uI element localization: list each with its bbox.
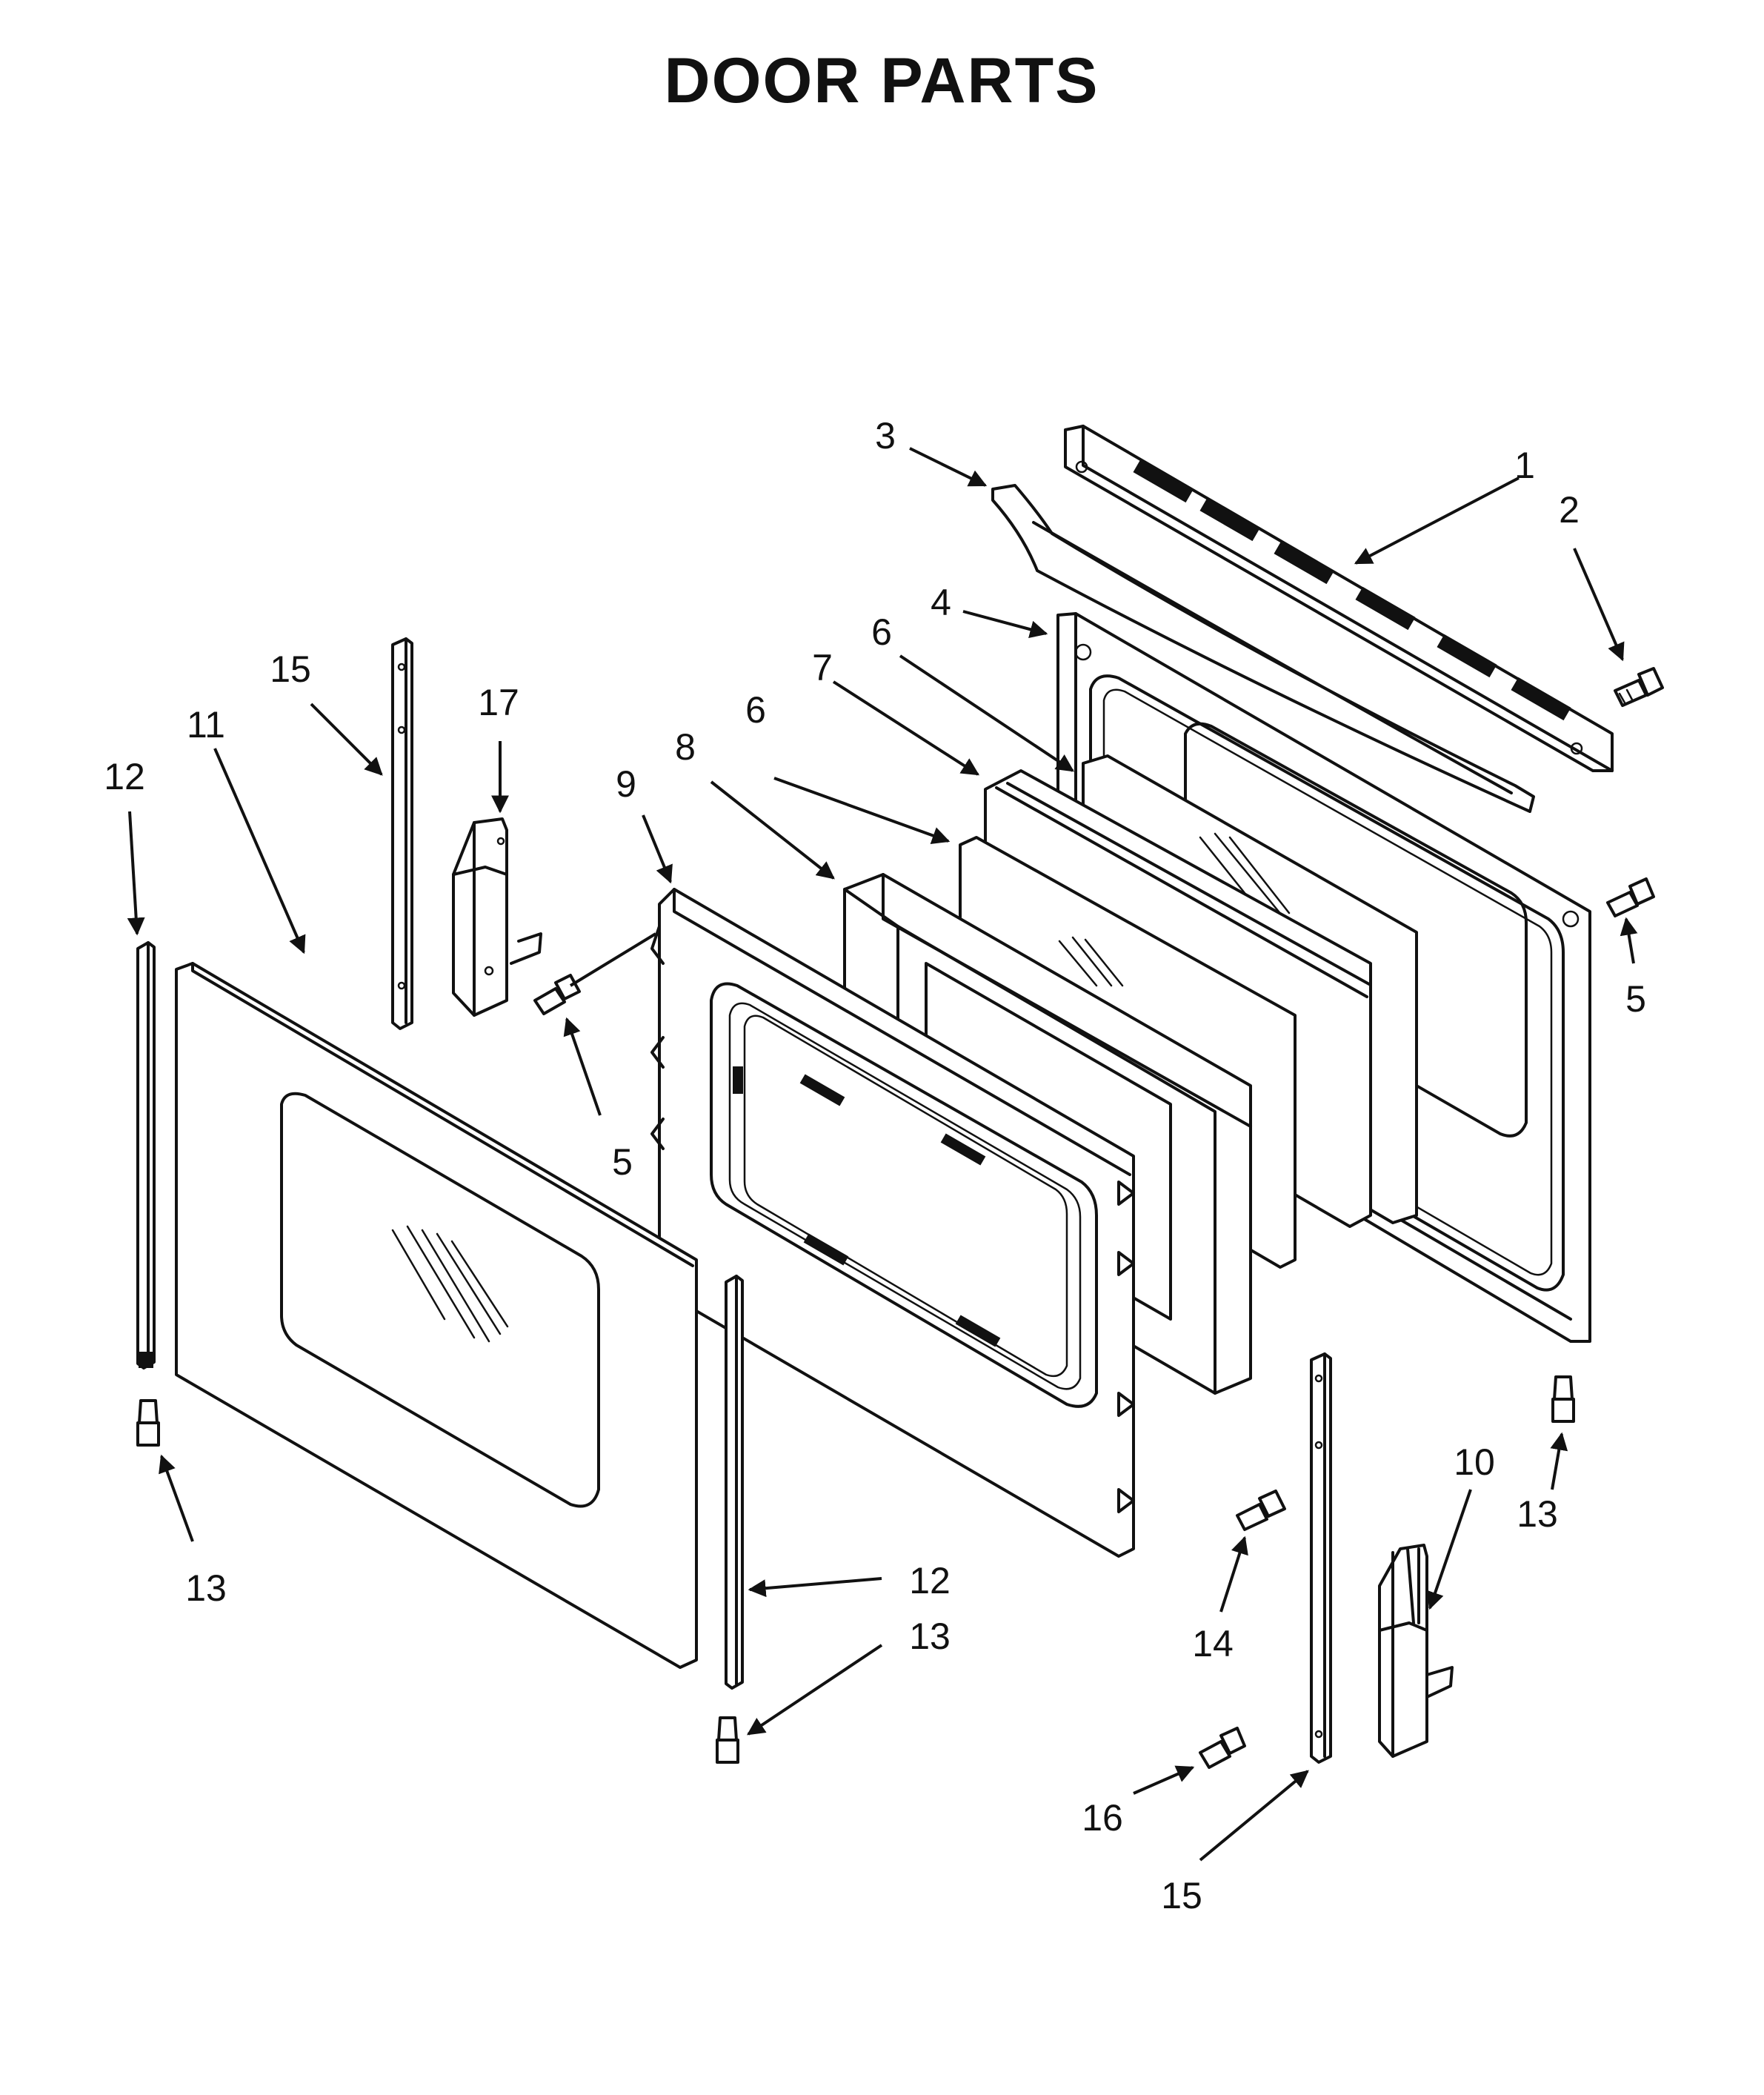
screw-part-5-left xyxy=(533,932,657,1015)
hinge-bar-part-15-right xyxy=(1310,1352,1332,1764)
hinge-part-10 xyxy=(1378,1544,1454,1758)
callout-10: 10 xyxy=(1454,1441,1495,1483)
callout-4: 4 xyxy=(931,582,951,623)
callout-12-right: 12 xyxy=(909,1560,951,1601)
trim-strip-part-12-right xyxy=(725,1275,744,1690)
callout-8: 8 xyxy=(675,726,696,768)
callout-2: 2 xyxy=(1559,489,1580,531)
callout-12-left: 12 xyxy=(104,756,145,797)
screw-part-14 xyxy=(1236,1490,1286,1531)
screw-part-5-right xyxy=(1606,877,1655,917)
callout-9: 9 xyxy=(616,763,636,805)
callout-6-front: 6 xyxy=(745,689,766,731)
leader-lines xyxy=(127,447,1638,1862)
page-title: DOOR PARTS xyxy=(665,45,1099,116)
callout-13-right: 13 xyxy=(1517,1493,1558,1535)
callout-5-left: 5 xyxy=(612,1141,633,1183)
vent-trim-part xyxy=(1064,425,1614,772)
callout-1: 1 xyxy=(1514,445,1535,486)
callout-17: 17 xyxy=(478,682,519,723)
screw-part-13-left xyxy=(136,1399,160,1447)
screw-part-13-center xyxy=(716,1716,739,1764)
callout-15-left: 15 xyxy=(270,648,311,690)
callout-13-center: 13 xyxy=(909,1616,951,1657)
screw-part-13-right xyxy=(1551,1375,1575,1423)
callout-13-left: 13 xyxy=(185,1567,227,1609)
trim-strip-part-12-left xyxy=(136,941,156,1369)
callout-6-back: 6 xyxy=(871,611,892,653)
screw-part-16 xyxy=(1199,1727,1246,1769)
door-handle-part xyxy=(991,484,1535,813)
hinge-bar-part-15-left xyxy=(391,637,413,1030)
outer-door-panel-part xyxy=(175,962,698,1669)
callout-3: 3 xyxy=(875,415,896,456)
callout-11: 11 xyxy=(187,704,225,746)
hinge-receptacle-part-17 xyxy=(452,817,542,1017)
callout-7: 7 xyxy=(812,647,833,688)
callout-14: 14 xyxy=(1192,1623,1234,1664)
screw-part-2 xyxy=(1614,667,1664,707)
callout-16: 16 xyxy=(1082,1797,1123,1839)
callout-5-right: 5 xyxy=(1625,978,1646,1020)
callout-15-right: 15 xyxy=(1161,1875,1202,1916)
